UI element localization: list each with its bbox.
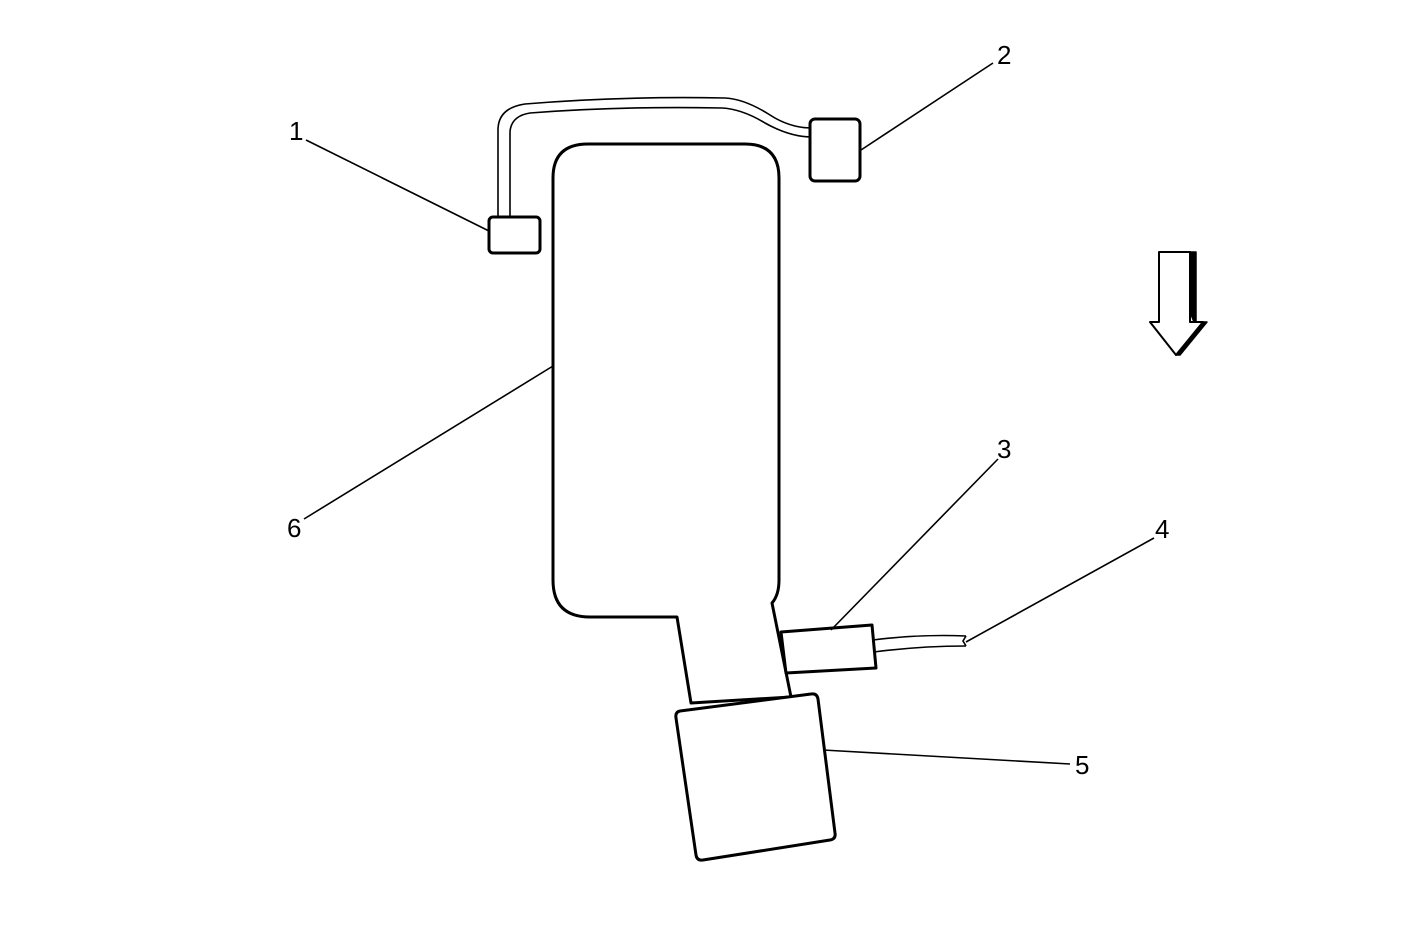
leader-lines — [303, 62, 1155, 765]
callout-label-1: 1 — [289, 116, 303, 146]
leader-line-1 — [305, 139, 490, 232]
module-body — [551, 142, 793, 705]
bottom-block-5 — [674, 692, 837, 862]
connector-1 — [487, 215, 542, 255]
leader-line-4 — [965, 537, 1155, 643]
wire-harness-top — [497, 96, 813, 218]
callout-label-4: 4 — [1155, 514, 1169, 544]
connector-2 — [808, 117, 862, 183]
side-connector-3 — [779, 623, 878, 675]
wire-lead-4 — [872, 634, 967, 653]
leader-line-2 — [860, 62, 994, 151]
callout-label-2: 2 — [997, 40, 1011, 70]
leader-line-5 — [822, 749, 1071, 765]
callout-label-5: 5 — [1075, 750, 1089, 780]
down-arrow-icon — [1149, 251, 1208, 356]
leader-line-3 — [830, 458, 999, 631]
callout-label-3: 3 — [997, 434, 1011, 464]
leader-line-6 — [303, 365, 554, 520]
callout-label-6: 6 — [287, 513, 301, 543]
